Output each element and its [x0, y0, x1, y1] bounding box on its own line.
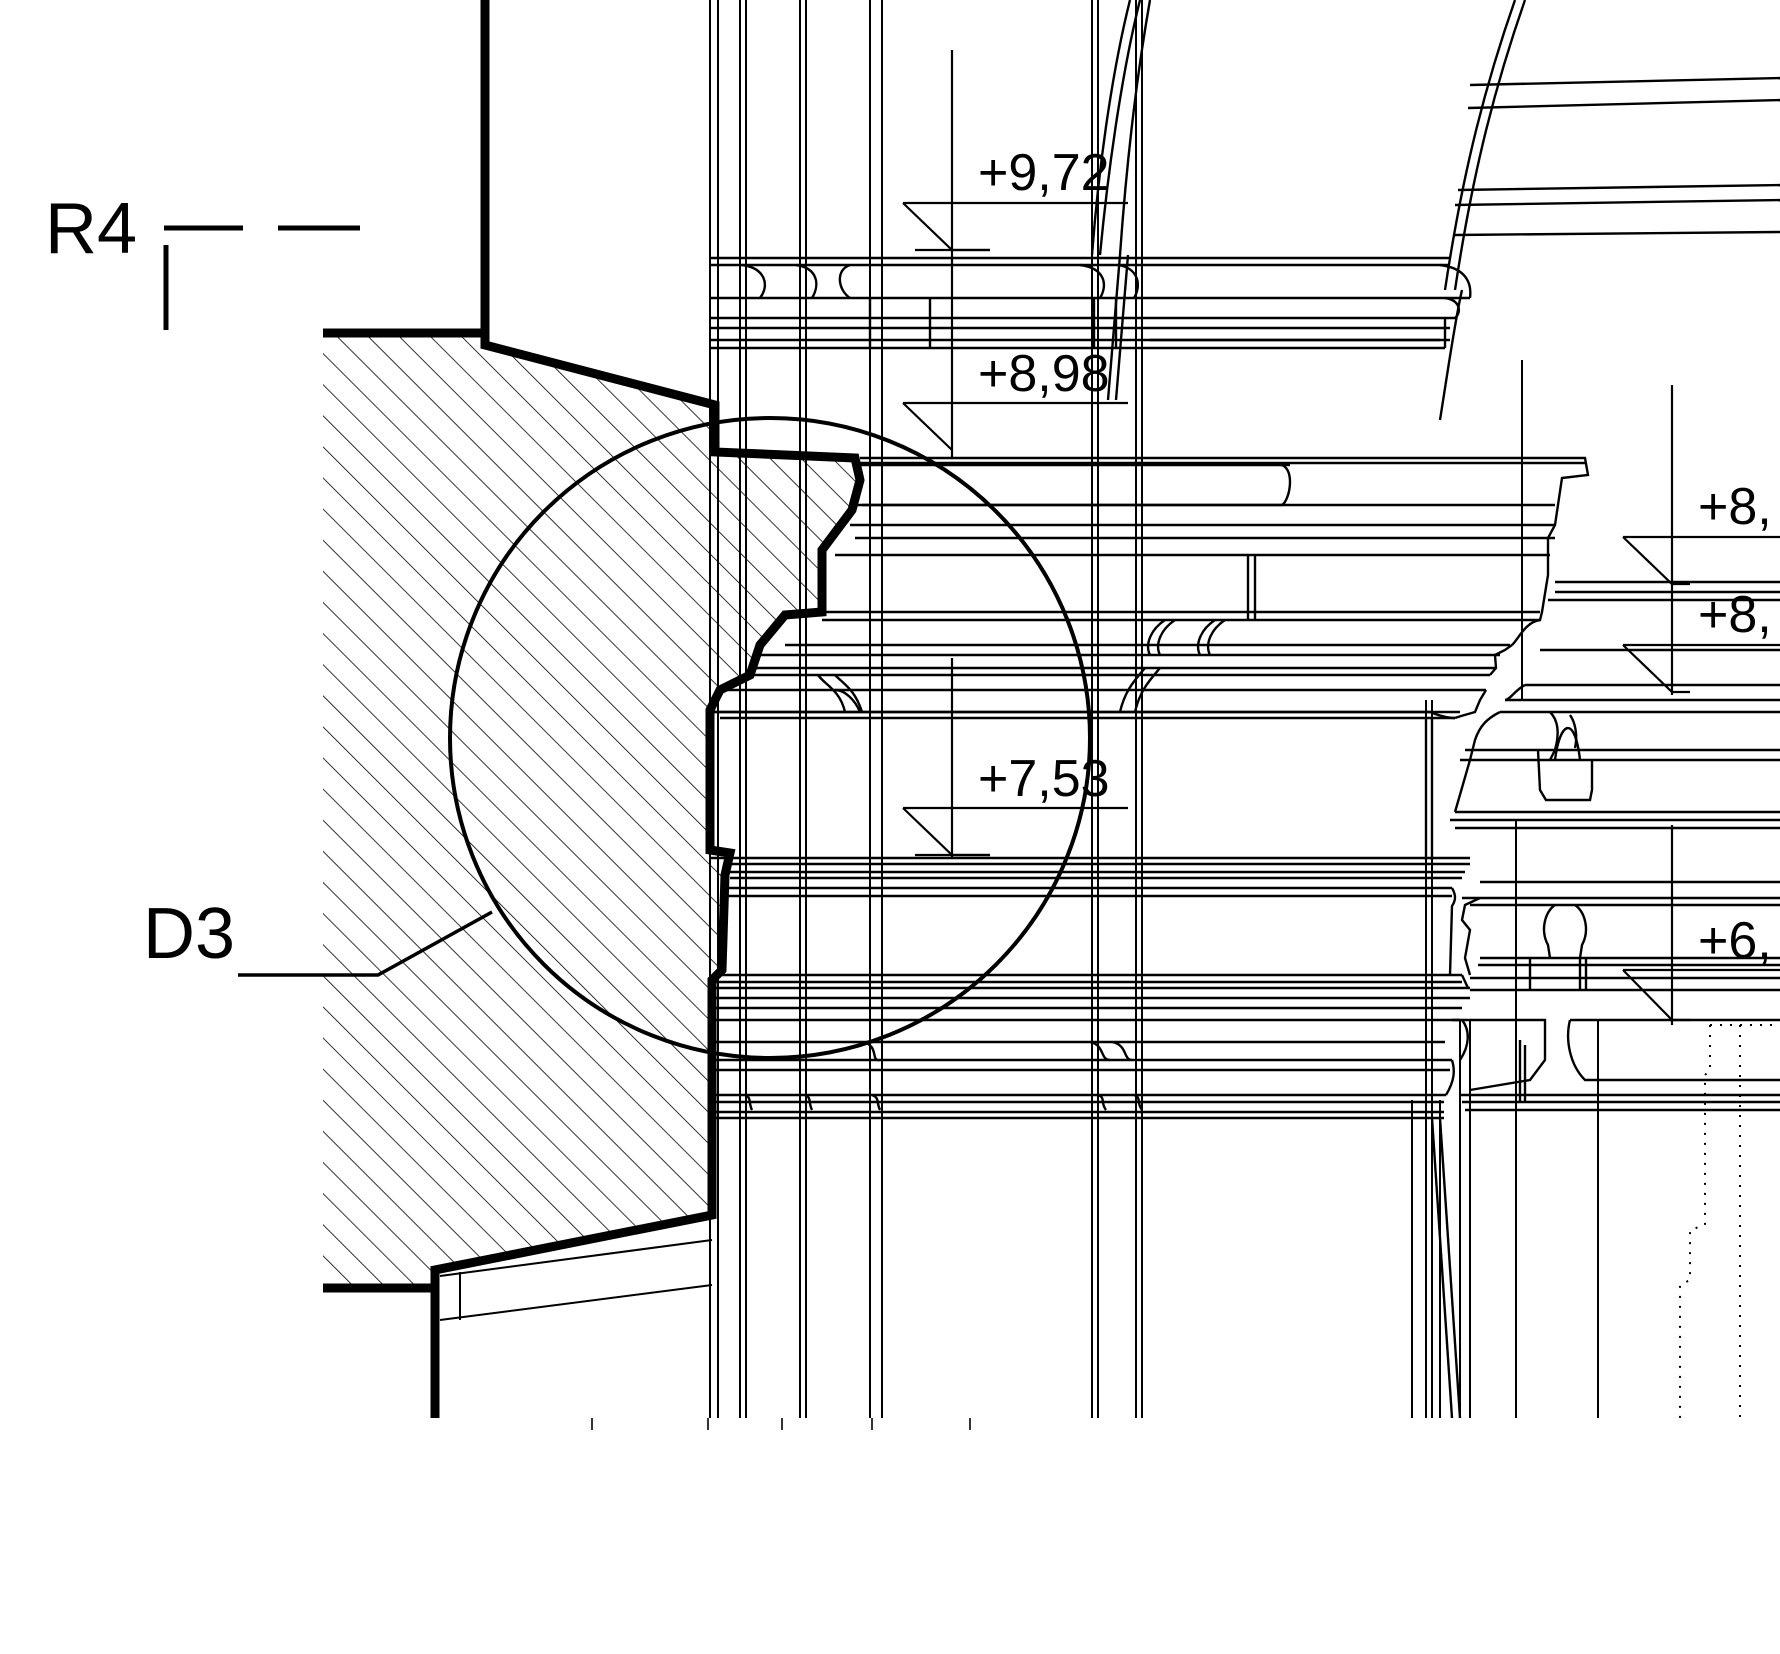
elevation-verticals [709, 0, 1599, 1418]
hidden-lines [1679, 1024, 1780, 1418]
bottom-ticks [591, 1418, 971, 1430]
section-marker: R4 [45, 189, 360, 330]
architrave [712, 886, 1470, 1418]
level-marker-6: +6, [1622, 912, 1780, 1022]
level-label-8b: +8, [1698, 586, 1772, 644]
section-label: R4 [45, 189, 137, 269]
right-elevation [1450, 580, 1780, 1112]
main-cornice [710, 456, 1590, 720]
detail-callout-circle: D3 [143, 416, 1092, 1060]
upper-cornice [710, 256, 1472, 350]
level-marker-8a: +8, [1622, 478, 1780, 586]
soffit-lines [439, 1239, 713, 1321]
level-label-972: +9,72 [978, 144, 1110, 202]
level-label-8a: +8, [1698, 478, 1772, 536]
level-label-898: +8,98 [978, 345, 1110, 403]
level-leaders [950, 50, 1674, 1025]
drawing-sheet: +9,72 +8,98 +7,53 +8, +8, +6, [45, 0, 1780, 1418]
vault-arches [1090, 0, 1780, 421]
level-marker-972: +9,72 [902, 144, 1128, 252]
level-marker-898: +8,98 [902, 345, 1128, 451]
level-marker-753: +7,53 [902, 750, 1128, 857]
detail-label: D3 [143, 894, 235, 974]
frieze [710, 710, 1470, 880]
cut-section-hatch [323, 330, 860, 1288]
level-label-6: +6, [1698, 912, 1772, 970]
level-marker-8b: +8, [1622, 586, 1780, 694]
